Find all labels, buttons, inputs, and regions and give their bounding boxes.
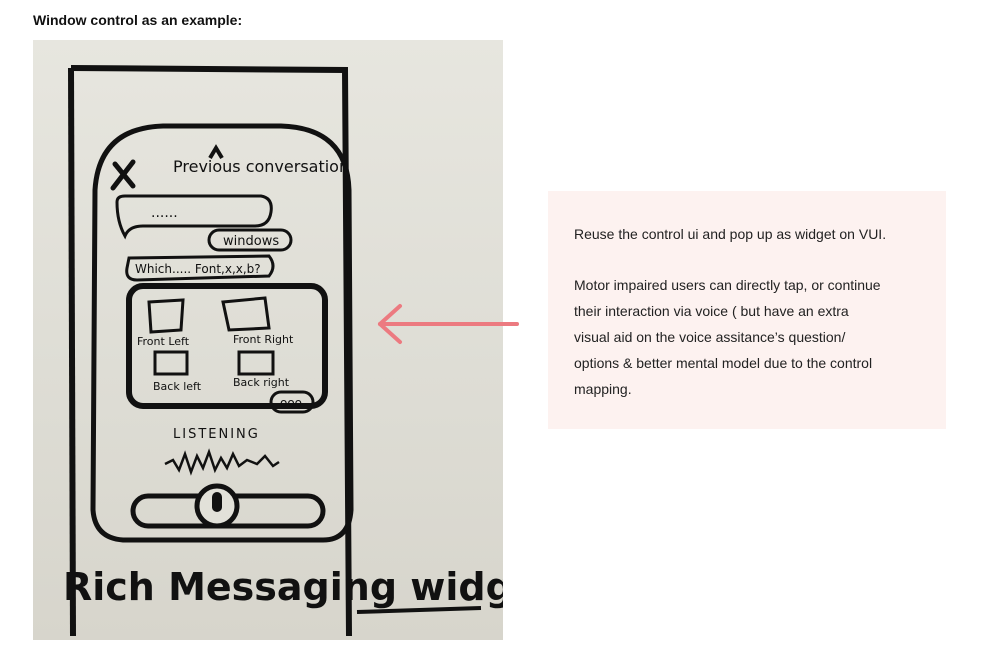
note-paragraph-1: Reuse the control ui and pop up as widge… (574, 226, 887, 242)
front-right-label: Front Right (233, 333, 294, 346)
voice-waveform (164, 448, 280, 476)
previous-conversation-label: Previous conversation (173, 157, 349, 176)
question-bubble (125, 254, 275, 282)
sketch-caption: Rich Messaging widget (63, 565, 503, 609)
phone-outline (90, 123, 354, 543)
back-right-label: Back right (233, 376, 290, 389)
bubble-dots: ...... (151, 205, 178, 221)
windows-chip (207, 228, 293, 252)
back-left-window (153, 350, 189, 376)
chevron-up-icon (208, 144, 224, 160)
listening-label: LISTENING (173, 427, 260, 442)
front-right-window (221, 296, 271, 332)
explanation-note: Reuse the control ui and pop up as widge… (548, 191, 946, 429)
sketch-photo: Previous conversation ...... windows Whi… (33, 40, 503, 640)
note-line: their interaction via voice ( but have a… (574, 303, 849, 319)
note-line: mapping. (574, 381, 632, 397)
back-left-label: Back left (153, 380, 202, 393)
typing-bubble (269, 390, 315, 414)
page-heading: Window control as an example: (33, 12, 243, 28)
phone-sketch: Previous conversation ...... windows Whi… (63, 65, 503, 637)
windows-chip-label: windows (223, 234, 279, 249)
note-line: Motor impaired users can directly tap, o… (574, 277, 881, 293)
caption-underline (356, 606, 482, 614)
front-left-label: Front Left (137, 335, 190, 348)
close-icon (110, 159, 136, 191)
note-line: visual aid on the voice assitance’s ques… (574, 329, 846, 345)
arrow-icon (378, 304, 519, 344)
question-text: Which..... Font,x,x,b? (135, 262, 261, 276)
note-line: options & better mental model due to the… (574, 355, 873, 371)
frame-lines (70, 65, 352, 637)
front-left-window (147, 298, 185, 334)
incoming-bubble (115, 194, 273, 240)
back-right-window (237, 350, 275, 376)
typing-dots: ooo (280, 396, 302, 410)
rich-widget-box (126, 283, 328, 409)
